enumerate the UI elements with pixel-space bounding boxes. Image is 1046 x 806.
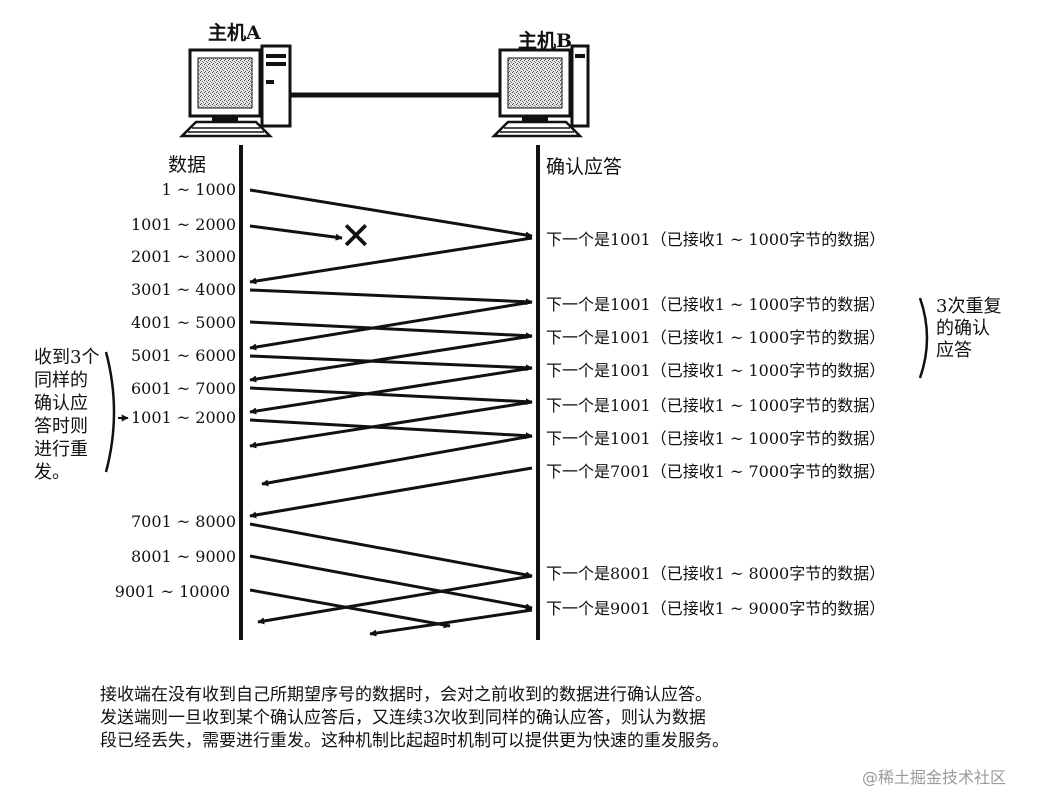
ack-label: 下一个是1001（已接收1 ~ 1000字节的数据） — [546, 361, 886, 380]
host-b-label: 主机B — [518, 30, 573, 52]
host-a-label: 主机A — [208, 22, 261, 44]
segment-label: 1001 ~ 2000 — [130, 215, 236, 234]
segment-label: 6001 ~ 7000 — [130, 379, 236, 398]
ack-arrow — [249, 236, 533, 285]
lost-packet-x-icon: ✕ — [340, 214, 372, 258]
host-a-computer-icon — [178, 44, 292, 138]
segment-label-retransmit: 1001 ~ 2000 — [130, 408, 236, 427]
host-b-computer-icon — [490, 44, 590, 138]
data-arrow — [249, 188, 533, 239]
ack-arrow — [249, 366, 533, 415]
note-line: 的确认 — [936, 318, 990, 339]
data-arrow — [249, 522, 533, 579]
right-note-brace — [918, 297, 929, 379]
ack-label: 下一个是8001（已接收1 ~ 8000字节的数据） — [546, 564, 886, 583]
ack-arrow — [257, 574, 533, 625]
ack-label: 下一个是1001（已接收1 ~ 1000字节的数据） — [546, 328, 886, 347]
note-line: 确认应 — [34, 393, 88, 414]
ack-arrow — [249, 300, 533, 351]
note-line: 发。 — [34, 462, 70, 483]
data-arrow-retransmit — [249, 418, 533, 440]
segment-label: 1 ~ 1000 — [161, 180, 236, 199]
ack-arrow — [249, 400, 533, 449]
caption-line: 发送端则一旦收到某个确认应答后，又连续3次收到同样的确认应答，则认为数据 — [100, 708, 706, 728]
ack-arrow — [261, 434, 533, 487]
caption-line: 段已经丢失，需要进行重发。这种机制比起超时机制可以提供更为快速的重发服务。 — [100, 731, 729, 751]
retransmit-trigger-note: 收到3个 同样的 确认应 答时则 进行重 发。 — [34, 346, 99, 484]
ack-arrow — [369, 608, 533, 637]
left-note-brace — [104, 351, 116, 473]
ack-arrow — [249, 334, 533, 383]
segment-label: 2001 ~ 3000 — [130, 247, 236, 266]
segment-label: 5001 ~ 6000 — [130, 346, 236, 365]
note-line: 答时则 — [34, 416, 88, 437]
ack-arrow — [249, 466, 533, 519]
ack-label: 下一个是7001（已接收1 ~ 7000字节的数据） — [546, 462, 886, 481]
note-line: 3次重复 — [936, 296, 1002, 317]
data-arrow — [249, 320, 533, 340]
segment-label: 7001 ~ 8000 — [130, 512, 236, 531]
data-arrow — [249, 354, 533, 372]
arrow-group — [249, 188, 533, 637]
note-line: 收到3个 — [34, 347, 100, 368]
data-arrow-lost — [249, 224, 343, 241]
note-line: 应答 — [936, 340, 972, 361]
watermark: @稀土掘金技术社区 — [862, 768, 1007, 787]
data-arrow — [249, 554, 533, 611]
figure-caption: 接收端在没有收到自己所期望序号的数据时，会对之前收到的数据进行确认应答。 发送端… — [100, 684, 729, 753]
segment-label: 4001 ~ 5000 — [130, 313, 236, 332]
ack-label: 下一个是1001（已接收1 ~ 1000字节的数据） — [546, 295, 886, 314]
segment-label: 8001 ~ 9000 — [130, 547, 236, 566]
ack-label: 下一个是1001（已接收1 ~ 1000字节的数据） — [546, 429, 886, 448]
segment-label: 3001 ~ 4000 — [130, 280, 236, 299]
duplicate-ack-note: 3次重复 的确认 应答 — [936, 296, 1001, 362]
data-arrow — [249, 386, 533, 406]
column-right-heading: 确认应答 — [546, 156, 623, 178]
data-arrow — [249, 288, 533, 306]
caption-line: 接收端在没有收到自己所期望序号的数据时，会对之前收到的数据进行确认应答。 — [100, 685, 712, 705]
segment-label: 9001 ~ 10000 — [114, 582, 230, 601]
column-left-heading: 数据 — [168, 154, 207, 176]
ack-label: 下一个是9001（已接收1 ~ 9000字节的数据） — [546, 599, 886, 618]
ack-label: 下一个是1001（已接收1 ~ 1000字节的数据） — [546, 230, 886, 249]
ack-label: 下一个是1001（已接收1 ~ 1000字节的数据） — [546, 396, 886, 415]
note-line: 同样的 — [34, 370, 88, 391]
note-line: 进行重 — [34, 439, 88, 460]
